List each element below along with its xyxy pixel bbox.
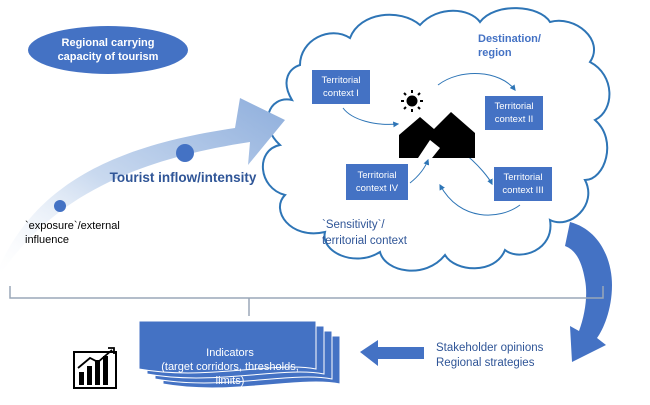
sensitivity-label-line2: territorial context <box>322 235 408 247</box>
capacity-label-line2: capacity of tourism <box>58 51 159 63</box>
context-4-line2: context IV <box>356 183 399 194</box>
indicators-stack <box>138 320 341 389</box>
context-2-line1: Territorial <box>494 101 533 112</box>
destination-label-line2: region <box>478 47 512 59</box>
inflow-dot-large <box>176 144 194 162</box>
inflow-label: Tourist inflow/intensity <box>110 170 257 185</box>
feedback-curved-arrow <box>565 222 612 362</box>
context-box-4: Territorial context IV <box>346 164 408 200</box>
indicators-line3: limits) <box>216 375 245 387</box>
stakeholder-line2: Regional strategies <box>436 357 535 369</box>
capacity-label-line1: Regional carrying <box>62 37 155 49</box>
exposure-label-line1: `exposure`/external <box>25 220 120 232</box>
destination-label-line1: Destination/ <box>478 33 541 45</box>
sun-icon <box>401 90 423 112</box>
exposure-dot <box>54 200 66 212</box>
context-1-line2: context I <box>323 88 359 99</box>
tourist-inflow-arrow <box>0 98 285 275</box>
context-box-1: Territorial context I <box>312 70 370 104</box>
policy-arrow <box>360 340 424 366</box>
mountain-icon <box>399 112 475 158</box>
indicators-line1: Indicators <box>206 347 254 359</box>
context-4-line1: Territorial <box>357 170 396 181</box>
context-1-line1: Territorial <box>321 75 360 86</box>
stakeholder-line1: Stakeholder opinions <box>436 342 544 354</box>
context-3-line2: context III <box>502 185 543 196</box>
context-box-2: Territorial context II <box>485 96 543 130</box>
context-box-3: Territorial context III <box>494 167 552 201</box>
exposure-label-line2: influence <box>25 234 69 246</box>
indicators-line2: (target corridors, thresholds, <box>161 361 299 373</box>
capacity-ellipse <box>28 26 188 74</box>
context-3-line1: Territorial <box>503 172 542 183</box>
context-2-line2: context II <box>495 114 534 125</box>
bar-chart-icon <box>73 347 117 389</box>
sensitivity-label-line1: `Sensitivity`/ <box>322 219 385 231</box>
system-bracket <box>9 286 604 299</box>
